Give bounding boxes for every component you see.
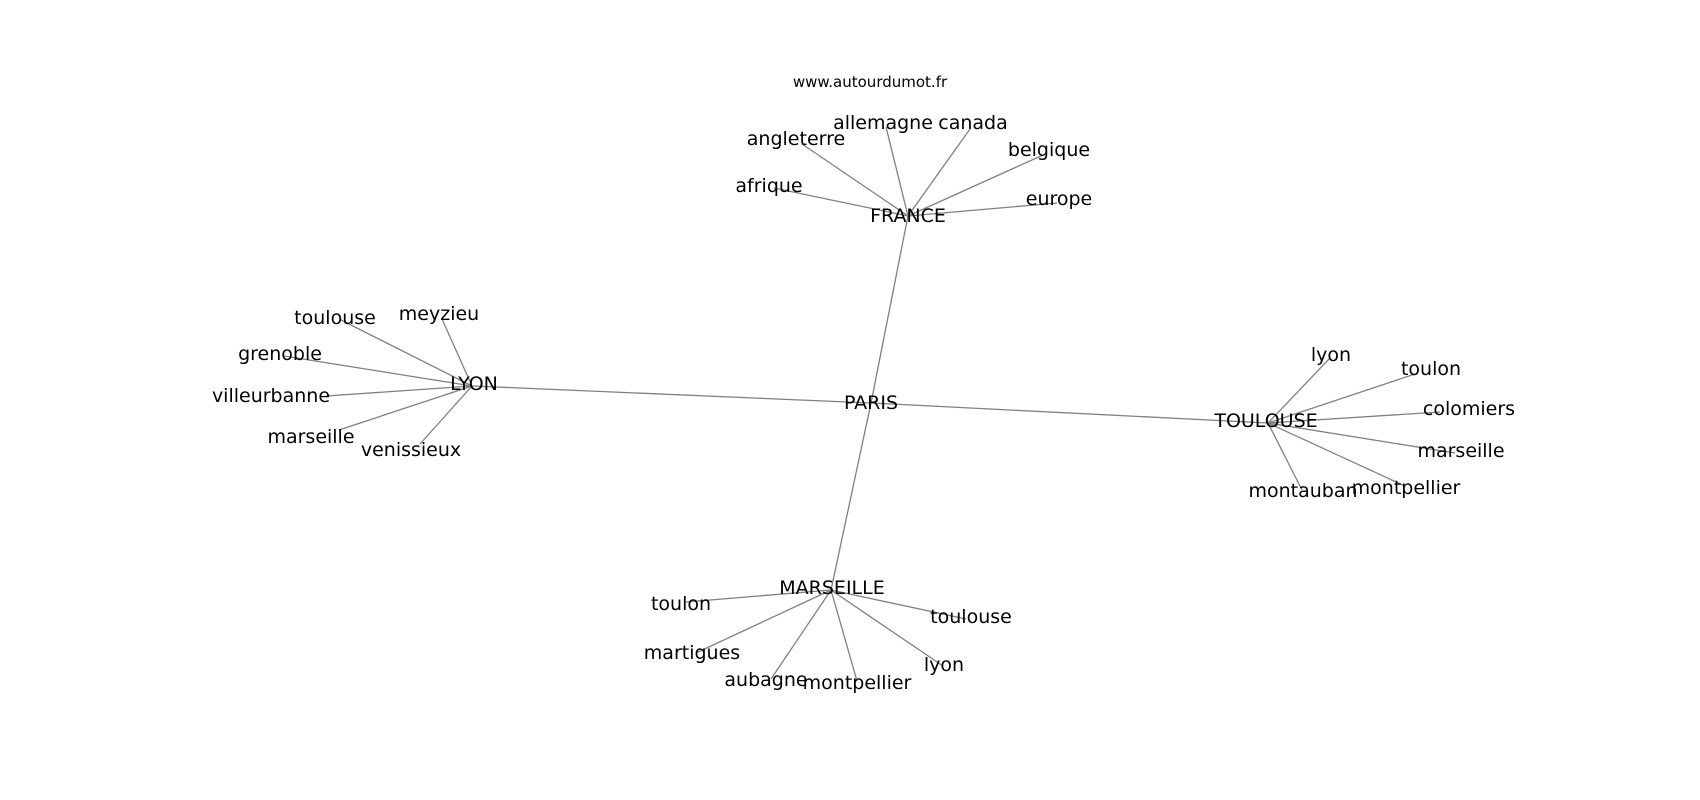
edge-marseille-toulouse: [830, 589, 967, 620]
leaf-node-france-europe[interactable]: europe: [1026, 188, 1093, 210]
leaf-node-france-canada[interactable]: canada: [938, 112, 1007, 134]
edge-marseille-toulon: [685, 589, 832, 603]
leaf-node-lyon-toulouse[interactable]: toulouse: [294, 307, 376, 329]
leaf-node-lyon-meyzieu[interactable]: meyzieu: [399, 303, 479, 325]
hub-node-marseille[interactable]: MARSEILLE: [779, 577, 884, 599]
edge-lyon-toulouse: [340, 319, 473, 387]
leaf-node-france-afrique[interactable]: afrique: [735, 175, 802, 197]
site-credit[interactable]: www.autourdumot.fr: [793, 73, 948, 91]
edge-paris-toulouse: [870, 402, 1269, 424]
leaf-node-lyon-grenoble[interactable]: grenoble: [238, 343, 322, 365]
leaf-node-marseille-montpellier[interactable]: montpellier: [803, 672, 912, 694]
leaf-node-marseille-lyon[interactable]: lyon: [924, 654, 964, 676]
edge-lyon-villeurbanne: [325, 385, 473, 397]
leaf-node-marseille-aubagne[interactable]: aubagne: [724, 669, 807, 691]
edge-marseille-lyon: [830, 589, 944, 667]
edges-layer: [283, 126, 1456, 682]
leaf-node-toulouse-toulon[interactable]: toulon: [1401, 358, 1461, 380]
edge-toulouse-toulon: [1267, 373, 1416, 424]
leaf-node-france-belgique[interactable]: belgique: [1008, 139, 1090, 161]
edge-france-allemagne: [885, 126, 909, 217]
edge-lyon-meyzieu: [441, 318, 473, 387]
leaf-node-toulouse-montpellier[interactable]: montpellier: [1352, 477, 1461, 499]
edge-paris-marseille: [830, 402, 872, 591]
edge-marseille-aubagne: [770, 589, 832, 680]
edge-paris-france: [870, 215, 909, 404]
edge-france-belgique: [907, 154, 1044, 217]
hub-node-france[interactable]: FRANCE: [870, 205, 946, 227]
leaf-node-france-allemagne[interactable]: allemagne: [833, 112, 933, 134]
edge-lyon-venissieux: [419, 385, 473, 445]
leaf-node-france-angleterre[interactable]: angleterre: [747, 128, 845, 150]
edge-paris-lyon: [471, 385, 872, 404]
leaf-node-lyon-marseille[interactable]: marseille: [267, 426, 354, 448]
labels-layer: www.autourdumot.fr PARIS FRANCE afrique an…: [212, 73, 1515, 694]
edge-toulouse-colomiers: [1267, 411, 1441, 424]
leaf-node-lyon-villeurbanne[interactable]: villeurbanne: [212, 385, 330, 407]
edge-france-europe: [907, 202, 1058, 217]
leaf-node-toulouse-lyon[interactable]: lyon: [1311, 344, 1351, 366]
edge-toulouse-marseille: [1267, 422, 1456, 454]
leaf-node-marseille-toulouse[interactable]: toulouse: [930, 606, 1012, 628]
leaf-node-marseille-toulon[interactable]: toulon: [651, 593, 711, 615]
edge-toulouse-lyon: [1267, 357, 1331, 424]
edge-toulouse-montauban: [1267, 422, 1303, 491]
edge-lyon-grenoble: [283, 355, 473, 387]
edge-toulouse-montpellier: [1267, 422, 1406, 487]
hub-node-lyon[interactable]: LYON: [450, 373, 498, 395]
leaf-node-lyon-venissieux[interactable]: venissieux: [361, 439, 461, 461]
edge-france-angleterre: [801, 143, 909, 217]
edge-france-canada: [907, 128, 971, 217]
hub-node-toulouse[interactable]: TOULOUSE: [1213, 410, 1317, 432]
leaf-node-toulouse-marseille[interactable]: marseille: [1417, 440, 1504, 462]
edge-lyon-marseille: [338, 385, 473, 431]
edge-france-afrique: [773, 187, 909, 217]
leaf-node-toulouse-montauban[interactable]: montauban: [1248, 480, 1357, 502]
edge-marseille-montpellier: [830, 589, 858, 682]
edge-marseille-martigues: [695, 589, 832, 654]
leaf-node-marseille-martigues[interactable]: martigues: [644, 642, 740, 664]
center-node-paris: PARIS: [844, 392, 898, 414]
leaf-node-toulouse-colomiers[interactable]: colomiers: [1423, 398, 1515, 420]
